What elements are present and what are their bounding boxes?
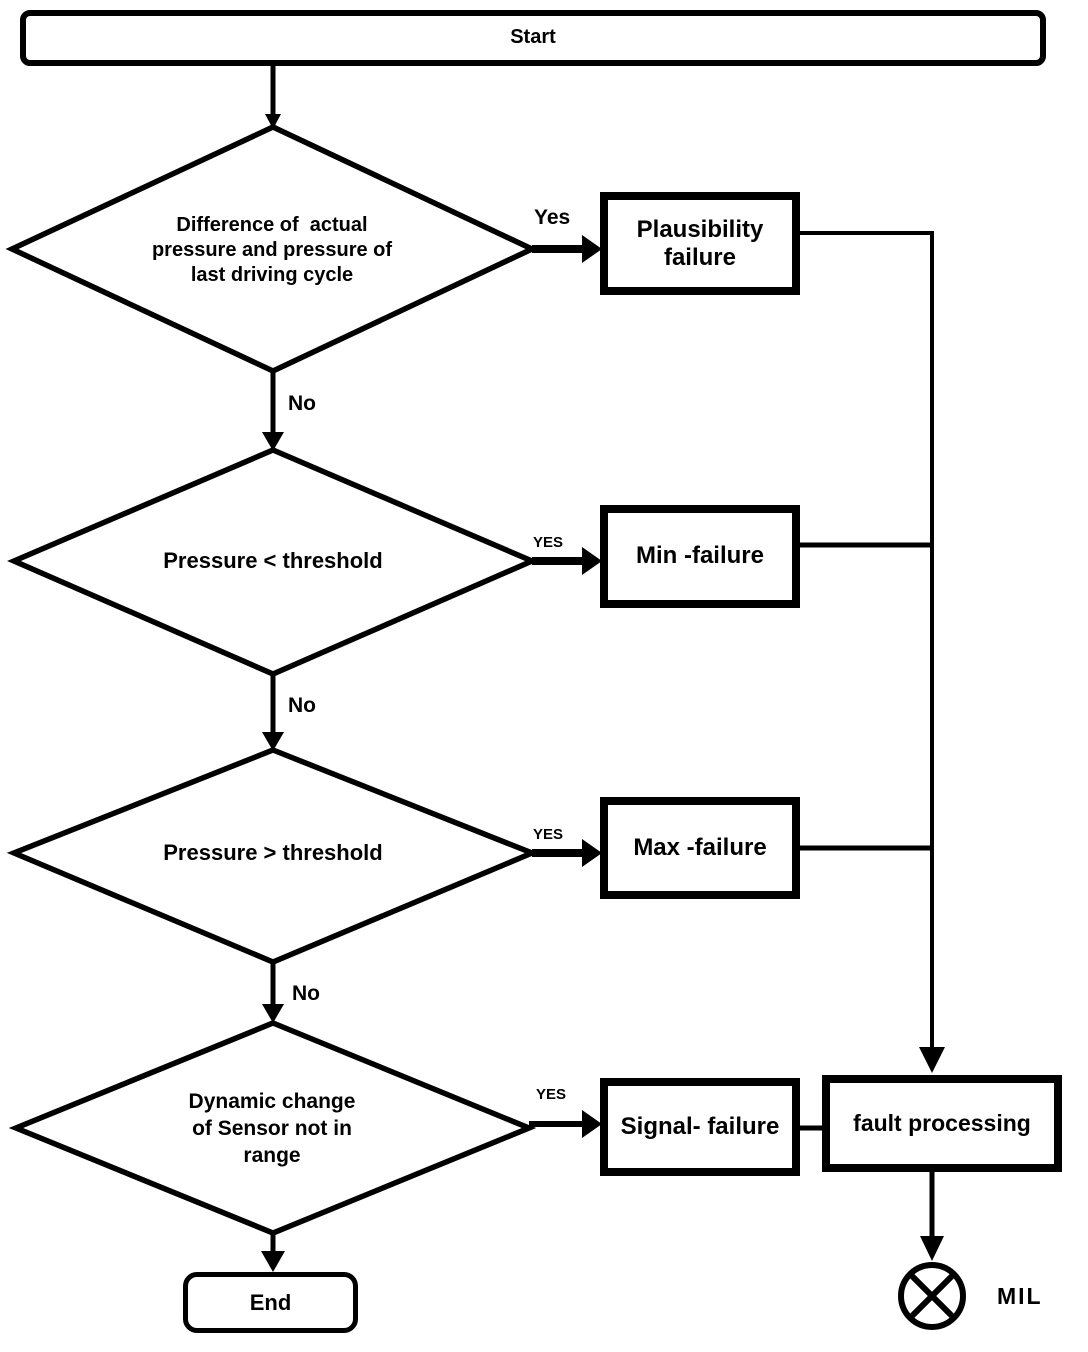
arrowhead-max bbox=[582, 839, 602, 867]
arrowhead-end bbox=[261, 1251, 285, 1272]
edge-label-yes-3: YES bbox=[533, 826, 564, 843]
fault-processing-box: fault processing bbox=[822, 1075, 1062, 1172]
max-failure-box: Max -failure bbox=[600, 797, 800, 899]
decision-3-label: Pressure > threshold bbox=[163, 840, 383, 865]
min-failure-box: Min -failure bbox=[600, 505, 800, 608]
arrowhead-plausibility bbox=[582, 235, 602, 263]
arrowhead-d3 bbox=[262, 732, 284, 751]
arrowhead-mil bbox=[920, 1236, 944, 1261]
edge-label-no-2: No bbox=[288, 694, 316, 717]
edge-label-no-3: No bbox=[292, 982, 320, 1005]
decision-1-label: Difference of actual pressure and pressu… bbox=[151, 213, 393, 286]
decision-2-label: Pressure < threshold bbox=[163, 548, 383, 573]
arrowhead-signal bbox=[582, 1110, 602, 1138]
mil-lamp-icon bbox=[898, 1262, 966, 1330]
start-node: Start bbox=[20, 10, 1046, 66]
edge-label-yes-2: YES bbox=[533, 534, 564, 551]
edge-label-yes-1: Yes bbox=[534, 206, 571, 229]
plausibility-failure-box: Plausibility failure bbox=[600, 192, 800, 295]
signal-failure-box: Signal- failure bbox=[600, 1078, 800, 1176]
arrowhead-min bbox=[582, 547, 602, 575]
arrowhead-d1 bbox=[265, 114, 281, 129]
edge-label-yes-4: YES bbox=[536, 1086, 567, 1103]
arrowhead-d2 bbox=[262, 432, 284, 451]
edge-label-no-1: No bbox=[288, 392, 316, 415]
arrowhead-fault-processing bbox=[919, 1047, 945, 1073]
decision-4-label: Dynamic change of Sensor not in range bbox=[188, 1090, 356, 1167]
end-node: End bbox=[183, 1272, 358, 1333]
mil-label: MIL bbox=[997, 1283, 1043, 1309]
arrowhead-d4 bbox=[262, 1004, 284, 1023]
